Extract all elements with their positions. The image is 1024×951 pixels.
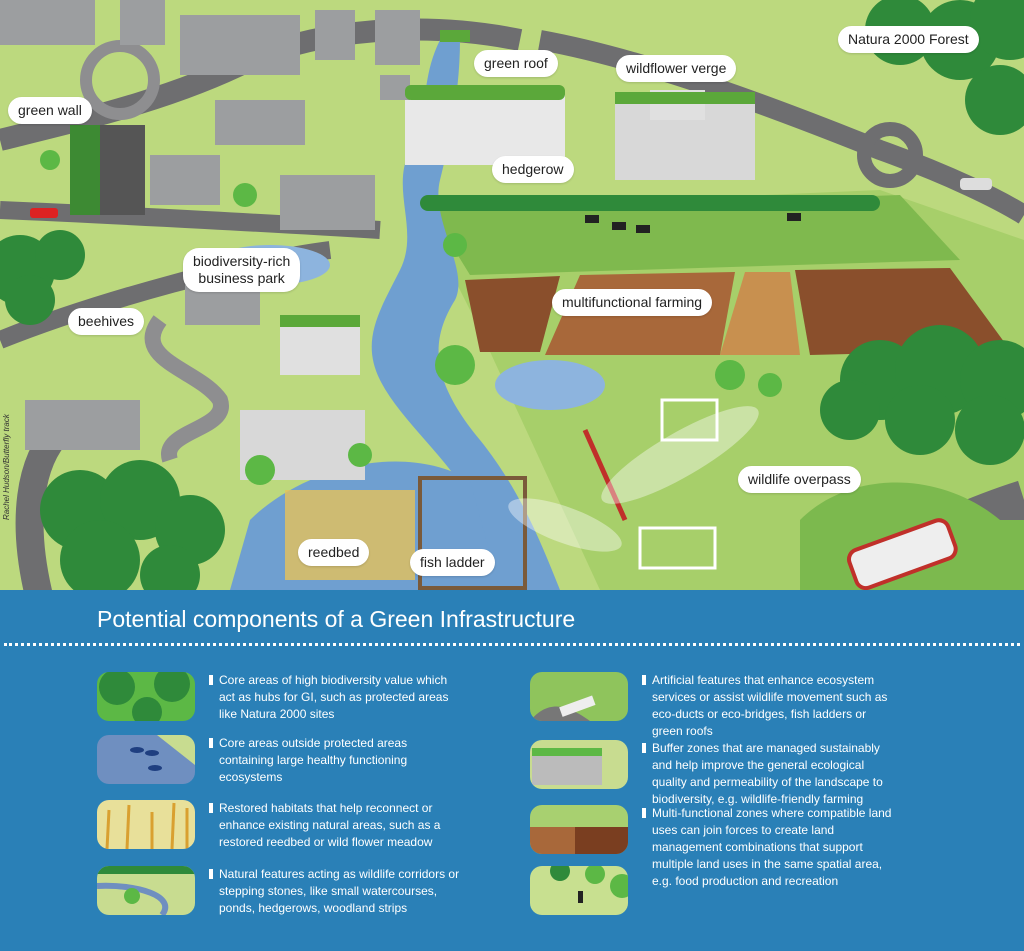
- trees: [40, 150, 782, 485]
- legend-item-text: Natural features acting as wildlife corr…: [209, 866, 464, 917]
- legend-panel: Potential components of a Green Infrastr…: [0, 590, 1024, 951]
- legend-item-text: Buffer zones that are managed sustainabl…: [642, 740, 897, 808]
- landscape-illustration: green wall Natura 2000 Forest green roof…: [0, 0, 1024, 590]
- dragonfly-wing: [508, 498, 622, 552]
- pond: [495, 360, 605, 410]
- reedbed: [285, 490, 415, 580]
- car: [960, 178, 992, 190]
- label-beehives: beehives: [68, 308, 145, 335]
- recreation-thumbnail: [530, 866, 628, 915]
- watercourse-thumbnail: [97, 866, 195, 915]
- legend-item: Buffer zones that are managed sustainabl…: [530, 740, 897, 808]
- roundabout: [80, 40, 160, 120]
- legend-item-text: Multi-functional zones where compatible …: [642, 805, 897, 890]
- green-roof-thumbnail: [530, 740, 628, 789]
- legend-item: Artificial features that enhance ecosyst…: [530, 672, 897, 740]
- forest-thumbnail: [97, 672, 195, 721]
- dragonfly-wing: [601, 406, 759, 504]
- reedbed-thumbnail: [97, 800, 195, 849]
- legend-item: Multi-functional zones where compatible …: [530, 805, 897, 890]
- green-roofs: [70, 30, 755, 327]
- field: [465, 276, 560, 352]
- overpass-thumbnail: [530, 672, 628, 721]
- label-wildlife-overpass: wildlife overpass: [738, 466, 861, 493]
- label-hedgerow: hedgerow: [492, 156, 574, 183]
- football-goal: [638, 526, 717, 570]
- label-wildflower-verge: wildflower verge: [616, 55, 737, 82]
- cattle: [585, 213, 801, 233]
- legend-item-text: Restored habitats that help reconnect or…: [209, 800, 464, 851]
- dragonfly: [582, 428, 628, 522]
- image-credit: Rachel Hudson/Butterfly track: [2, 414, 11, 520]
- field: [720, 272, 800, 355]
- label-business-park: biodiversity-rich business park: [183, 248, 301, 292]
- legend-item: Core areas of high biodiversity value wh…: [97, 672, 464, 723]
- legend-title: Potential components of a Green Infrastr…: [97, 606, 576, 632]
- roundabout: [857, 122, 923, 188]
- path: [144, 315, 229, 463]
- legend-item-text: Core areas of high biodiversity value wh…: [209, 672, 464, 723]
- label-business-park-line2: business park: [198, 270, 285, 286]
- river-fish-thumbnail: [97, 735, 195, 784]
- fish-ladder: [418, 476, 527, 590]
- legend-item: Core areas outside protected areas conta…: [97, 735, 464, 786]
- legend-item: Restored habitats that help reconnect or…: [97, 800, 464, 851]
- legend-item-text: Artificial features that enhance ecosyst…: [642, 672, 897, 740]
- legend-item-recreation-thumbnail: [530, 866, 628, 915]
- legend-item: Natural features acting as wildlife corr…: [97, 866, 464, 917]
- label-fish-ladder: fish ladder: [410, 549, 495, 576]
- farming-thumbnail: [530, 805, 628, 854]
- football-goal: [660, 398, 719, 442]
- bus: [846, 518, 958, 590]
- landscape-drawing: [0, 0, 1024, 590]
- label-multifunctional-farming: multifunctional farming: [552, 289, 713, 316]
- label-reedbed: reedbed: [298, 539, 370, 566]
- label-green-wall: green wall: [8, 97, 92, 124]
- legend-item-text: Core areas outside protected areas conta…: [209, 735, 464, 786]
- car: [30, 208, 58, 218]
- label-natura-forest: Natura 2000 Forest: [838, 26, 979, 53]
- pasture: [430, 195, 960, 275]
- dotted-divider: [4, 643, 1020, 646]
- label-green-roof: green roof: [474, 50, 558, 77]
- river: [371, 40, 560, 590]
- label-business-park-line1: biodiversity-rich: [193, 253, 291, 269]
